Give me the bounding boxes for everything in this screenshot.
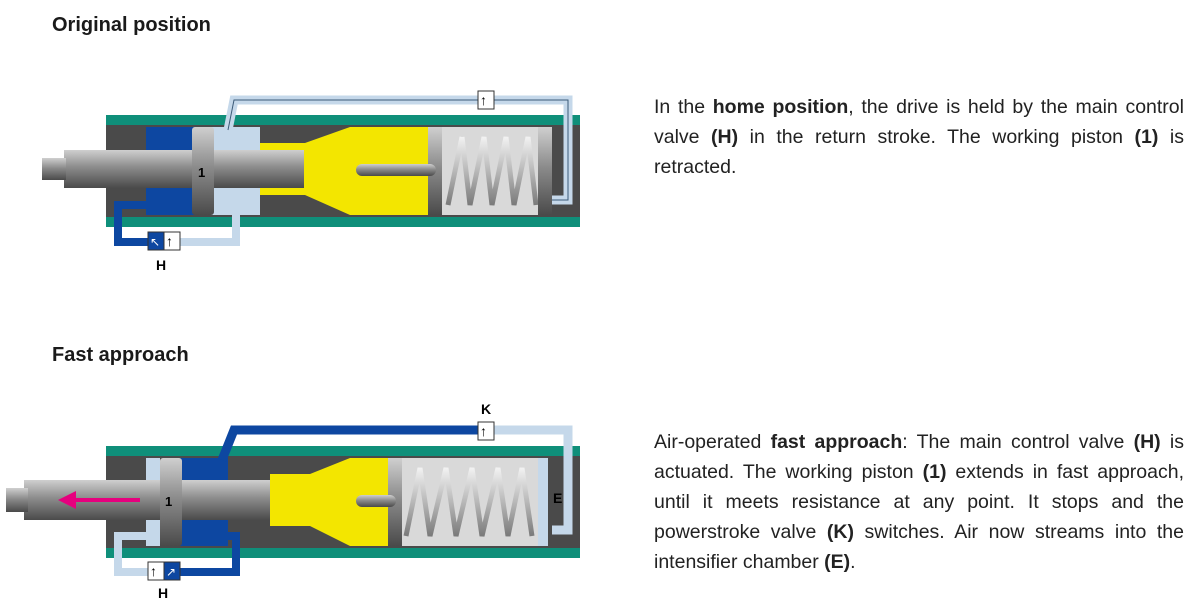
- pipe-top-dark: [217, 425, 478, 462]
- working-piston: [192, 127, 214, 215]
- rod-tip: [42, 158, 66, 180]
- description-text: extends in fast approach, until it meets…: [654, 461, 1184, 543]
- powerstroke-valve: [477, 421, 495, 441]
- diag-arrow-icon: ↖: [150, 235, 160, 249]
- powerstroke-valve: [477, 90, 495, 110]
- housing-top-wall: [106, 115, 580, 125]
- description-text: .: [850, 551, 856, 573]
- description-original-position: In the home position, the drive is held …: [654, 92, 1184, 182]
- main-valve-right: [163, 231, 181, 251]
- main-valve-label: H: [156, 257, 166, 273]
- pipe-main-valve-left: [114, 201, 154, 246]
- description-text: is retracted.: [654, 126, 1184, 178]
- description-text: In the: [654, 96, 713, 118]
- description-emphasis: (H): [711, 126, 739, 148]
- diag-arrow-icon: ↗: [166, 565, 176, 579]
- chamber-label: E: [553, 490, 562, 506]
- description-emphasis: (E): [824, 551, 851, 573]
- housing-bottom-wall: [106, 548, 580, 558]
- pipe-top-light: [494, 425, 573, 535]
- description-emphasis: (1): [922, 461, 947, 483]
- spring: [445, 136, 539, 206]
- rod-tip: [6, 488, 28, 512]
- description-emphasis: (K): [826, 521, 854, 543]
- description-emphasis: (1): [1134, 126, 1159, 148]
- diagram-fast-approach: 1 E ↑ K ↑ ↗ H: [6, 401, 580, 601]
- working-piston: [160, 458, 182, 546]
- piston-label: 1: [198, 165, 205, 180]
- oil-chamber: [260, 127, 428, 215]
- description-emphasis: (H): [1133, 431, 1161, 453]
- pipe-main-valve-right: [180, 201, 240, 246]
- piston-label: 1: [165, 494, 172, 509]
- section-title-original-position: Original position: [52, 14, 211, 36]
- description-text: , the drive is held by the main control …: [654, 96, 1184, 148]
- powerstroke-valve-label: K: [481, 401, 491, 417]
- housing-bottom-wall: [106, 217, 580, 227]
- description-emphasis: fast approach: [770, 431, 903, 453]
- oil-chamber: [270, 458, 388, 546]
- intensifier-chamber: [538, 458, 548, 546]
- description-text: in the return stroke. The working piston: [738, 126, 1135, 148]
- description-fast-approach: Air-operated fast approach: The main con…: [654, 427, 1184, 577]
- description-text: is actuated. The working piston: [654, 431, 1184, 483]
- pipe-main-valve-right: [180, 532, 240, 576]
- description-emphasis: home position: [712, 96, 849, 118]
- main-valve-label: H: [158, 585, 168, 601]
- arrow-up-icon: ↑: [480, 92, 487, 108]
- description-text: switches. Air now streams into the inten…: [654, 521, 1184, 573]
- piston-rod: [64, 150, 304, 188]
- spring: [403, 467, 535, 537]
- arrow-up-icon: ↑: [480, 423, 487, 439]
- intensifier-rod: [356, 495, 396, 507]
- description-text: Air-operated: [654, 431, 771, 453]
- end-cap: [538, 127, 552, 215]
- arrow-up-icon-2: ↑: [166, 233, 173, 249]
- arrow-up-icon-2: ↑: [150, 563, 157, 579]
- diagram-original-position: 1 ↑ ↖ ↑ H: [42, 90, 580, 273]
- intensifier-rod: [356, 164, 436, 176]
- main-valve-right: [163, 561, 181, 581]
- description-text: : The main control valve: [902, 431, 1134, 453]
- pipe-main-valve-left: [114, 532, 154, 576]
- housing-top-wall: [106, 446, 580, 456]
- section-title-fast-approach: Fast approach: [52, 344, 189, 366]
